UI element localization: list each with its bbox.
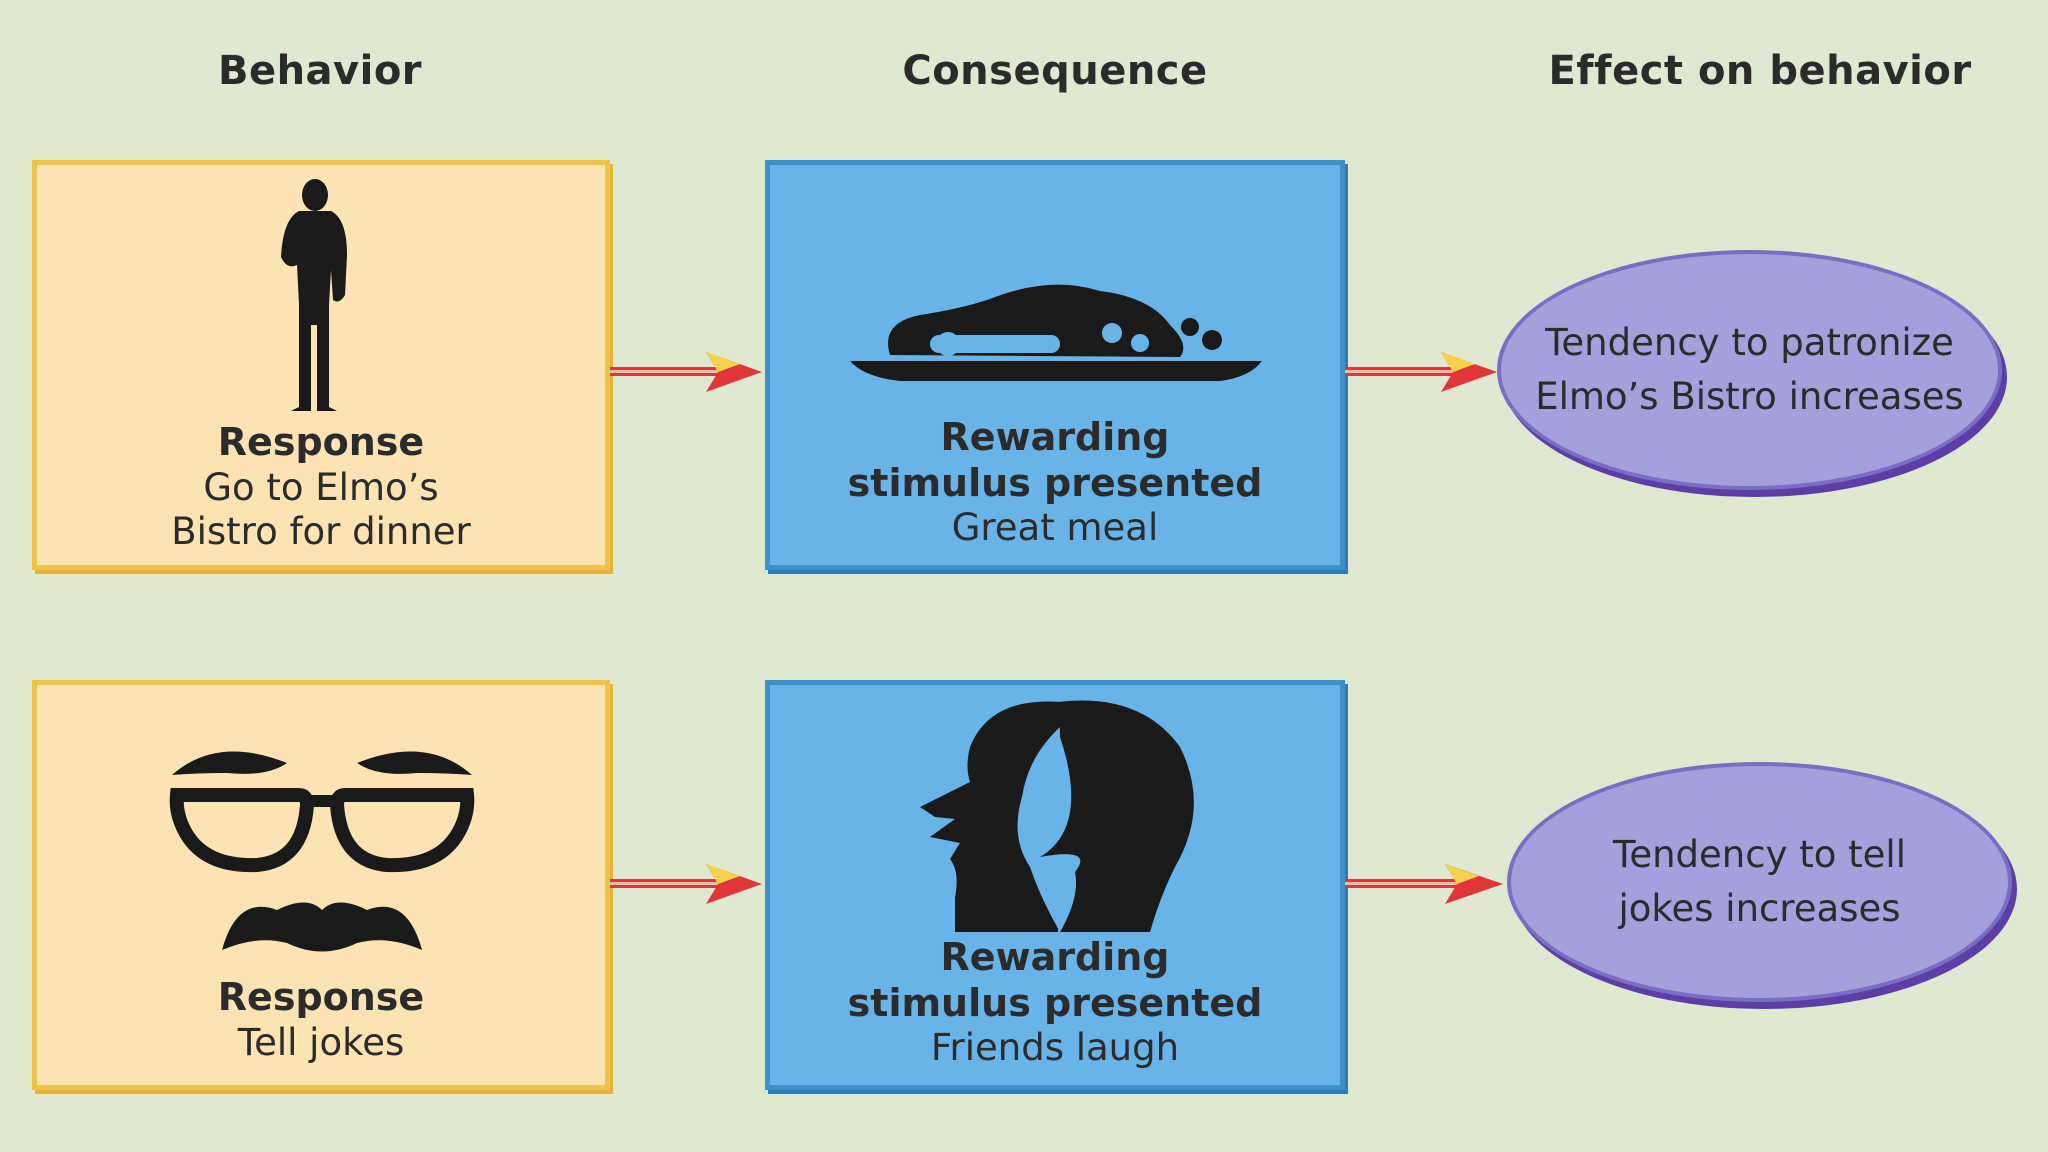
groucho-glasses-mustache-icon	[169, 751, 475, 952]
response-label: Response	[217, 975, 425, 1019]
consequence-detail: Friends laugh	[930, 1026, 1180, 1070]
consequence-detail: Great meal	[951, 506, 1159, 550]
arrow-consequence-to-effect-row2	[1345, 864, 1503, 904]
consequence-box-friends-laugh: Rewarding stimulus presented Friends lau…	[765, 680, 1345, 1090]
arrow-consequence-to-effect-row1	[1345, 352, 1497, 392]
consequence-text-friends-laugh: Rewarding stimulus presented Friends lau…	[770, 935, 1340, 1071]
behavior-text-dinner: Response Go to Elmo’s Bistro for dinner	[37, 420, 605, 554]
effect-oval-tell-jokes: Tendency to tell jokes increases	[1507, 762, 2012, 1002]
effect-text-tell-jokes: Tendency to tell jokes increases	[1613, 828, 1906, 935]
consequence-text-great-meal: Rewarding stimulus presented Great meal	[770, 415, 1340, 551]
rewarding-label-line2: stimulus presented	[847, 460, 1263, 505]
consequence-column-header: Consequence	[902, 48, 1208, 94]
rewarding-label-line1: Rewarding	[940, 935, 1170, 979]
effect-line2: Elmo’s Bistro increases	[1535, 375, 1964, 418]
person-silhouette-icon	[281, 179, 347, 411]
response-detail-line1: Tell jokes	[237, 1020, 405, 1064]
effect-line2: jokes increases	[1618, 887, 1901, 930]
behavior-box-dinner: Response Go to Elmo’s Bistro for dinner	[32, 160, 610, 570]
laughing-faces-icon	[920, 700, 1194, 932]
effect-line1: Tendency to patronize	[1545, 321, 1954, 365]
response-label: Response	[217, 420, 425, 464]
rewarding-label-line2: stimulus presented	[847, 980, 1263, 1025]
rewarding-label-line1: Rewarding	[940, 415, 1170, 459]
behavior-column-header: Behavior	[217, 48, 423, 94]
effect-text-patronize: Tendency to patronize Elmo’s Bistro incr…	[1535, 316, 1964, 423]
consequence-box-great-meal: Rewarding stimulus presented Great meal	[765, 160, 1345, 570]
arrow-behavior-to-consequence-row2	[610, 864, 762, 904]
response-detail-line2: Bistro for dinner	[171, 509, 471, 553]
roast-on-platter-icon	[850, 284, 1262, 381]
response-detail-line1: Go to Elmo’s	[203, 465, 439, 509]
behavior-box-jokes: Response Tell jokes	[32, 680, 610, 1090]
effect-column-header: Effect on behavior	[1548, 48, 1972, 94]
behavior-text-jokes: Response Tell jokes	[37, 975, 605, 1065]
arrow-behavior-to-consequence-row1	[610, 352, 762, 392]
effect-line1: Tendency to tell	[1613, 833, 1906, 877]
effect-oval-patronize: Tendency to patronize Elmo’s Bistro incr…	[1497, 250, 2002, 490]
